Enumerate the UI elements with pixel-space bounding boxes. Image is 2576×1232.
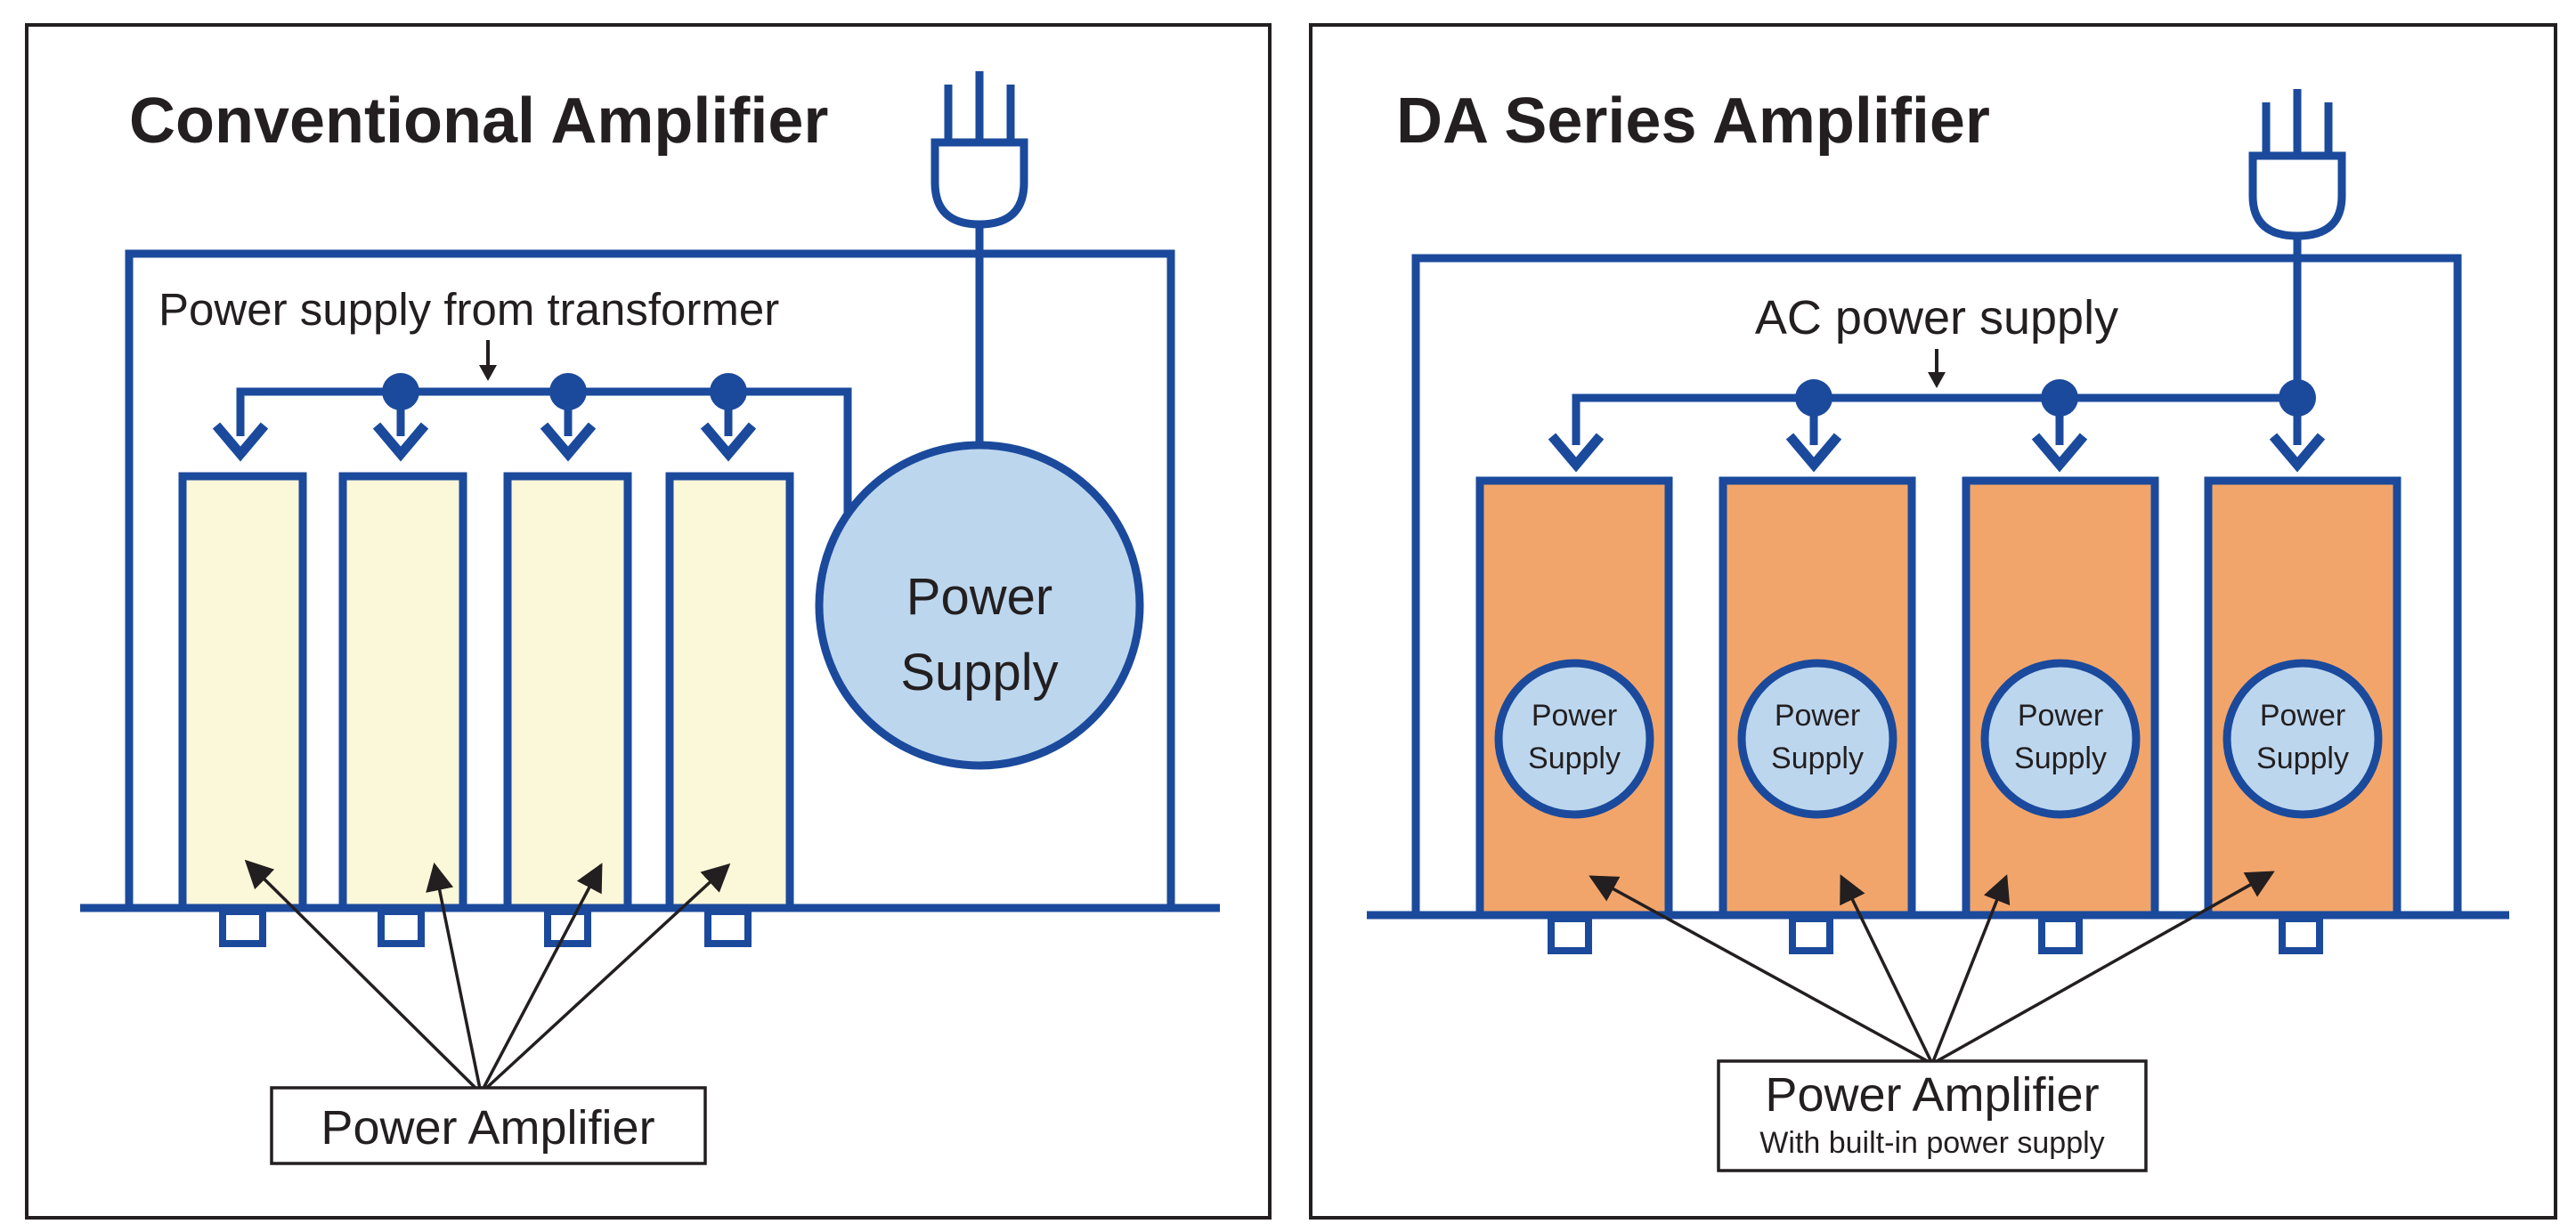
supply-drop-lines (1809, 398, 2064, 445)
module-supply-line2: Supply (2256, 742, 2349, 775)
module-supply-line1: Power (2260, 699, 2345, 733)
central-power-supply (815, 441, 1144, 770)
pointer-arrow (479, 863, 731, 1095)
junction-dot (2279, 379, 2316, 417)
pointer-arrow (1840, 874, 1934, 1065)
built-in-power-supplies (1494, 659, 2383, 819)
amplifier-callout-box (1717, 1059, 2148, 1172)
module-supply-line2: Supply (2014, 742, 2107, 775)
da-series-panel: DA Series Amplifier (1309, 23, 2557, 1220)
da-amplifier-label: Power Amplifier (1765, 1068, 2099, 1122)
chassis-feet (1548, 915, 2323, 954)
down-arrow-icon (2269, 433, 2326, 473)
power-supply-label-line1: Power (906, 568, 1052, 626)
da-amplifiers (1475, 476, 2401, 920)
amplifier-callout-box (270, 1086, 707, 1165)
pointer-arrow (1930, 874, 2011, 1065)
pointer-arrow (426, 862, 483, 1094)
down-arrow-icon (212, 422, 269, 462)
amplifier-pointers (244, 859, 731, 1095)
built-in-power-supply (2223, 659, 2383, 819)
conventional-amplifiers (178, 472, 794, 912)
foot (378, 908, 425, 947)
module-supply-line1: Power (1532, 699, 1617, 733)
conventional-panel: Conventional Amplifier (25, 23, 1272, 1220)
built-in-power-supply-labels: Power Supply Power Supply Power Supply P… (1528, 699, 2349, 775)
da-supply-label: AC power supply (1755, 291, 2118, 344)
conventional-supply-label: Power supply from transformer (158, 284, 779, 335)
foot (1789, 915, 1833, 954)
da-amplifier-sublabel: With built-in power supply (1759, 1126, 2104, 1160)
supply-label-arrow (1928, 349, 1946, 388)
pointer-arrow (479, 863, 603, 1094)
da-series-title: DA Series Amplifier (1396, 85, 1990, 157)
supply-drop-lines (396, 392, 733, 436)
supply-arrowheads (1548, 433, 2326, 473)
module-supply-line2: Supply (1528, 742, 1621, 775)
foot (2279, 915, 2323, 954)
built-in-power-supply (1980, 659, 2141, 819)
plug-icon (2248, 89, 2346, 240)
pointer-arrow (1931, 871, 2275, 1066)
foot (704, 908, 752, 947)
down-arrow-icon (700, 422, 757, 462)
down-arrow-icon (540, 422, 597, 462)
foot (219, 908, 266, 947)
down-arrow-icon (372, 422, 429, 462)
module-supply-line1: Power (2018, 699, 2103, 733)
power-supply-label-line2: Supply (900, 644, 1058, 701)
pointer-arrow (244, 859, 483, 1095)
amplifier-module (178, 472, 307, 912)
plug-icon (930, 71, 1028, 229)
module-supply-line1: Power (1775, 699, 1860, 733)
foot (2038, 915, 2083, 954)
amplifier-module (665, 472, 794, 912)
amplifier-module (338, 472, 467, 912)
supply-arrowheads (212, 422, 757, 462)
conventional-amplifier-label: Power Amplifier (321, 1101, 654, 1155)
built-in-power-supply (1494, 659, 1654, 819)
supply-wiring (236, 224, 984, 547)
amplifier-module (503, 472, 632, 912)
foot (1548, 915, 1592, 954)
module-supply-line2: Supply (1771, 742, 1864, 775)
down-arrow-icon (2031, 433, 2088, 473)
down-arrow-icon (1785, 433, 1842, 473)
pointer-arrow (1589, 875, 1933, 1066)
supply-label-arrow (479, 340, 497, 381)
conventional-title: Conventional Amplifier (129, 85, 828, 157)
down-arrow-icon (1548, 433, 1605, 473)
built-in-power-supply (1737, 659, 1897, 819)
amplifier-pointers (1589, 871, 2275, 1066)
